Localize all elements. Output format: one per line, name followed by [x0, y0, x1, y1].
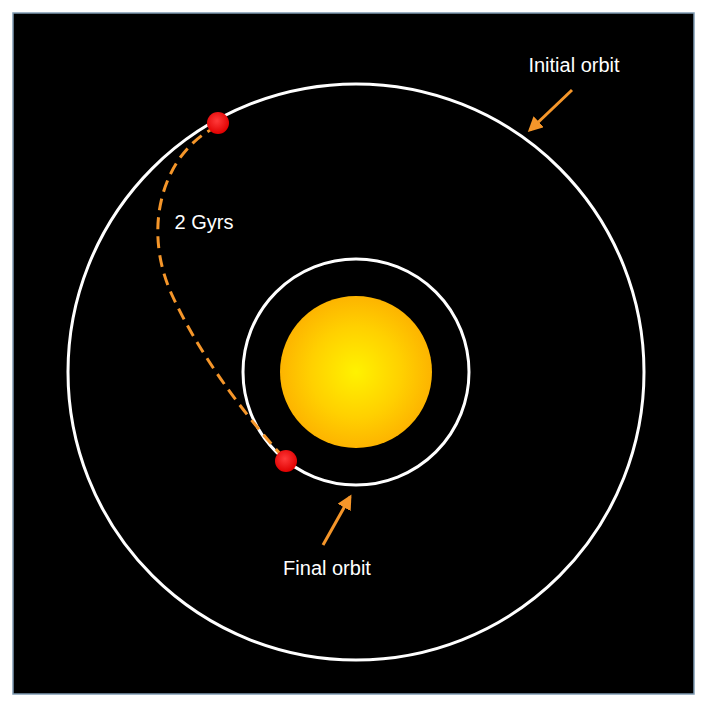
- planet-start: [207, 112, 229, 134]
- leader-arrow: [323, 497, 350, 545]
- space-background: [13, 13, 694, 694]
- orbit-label: 2 Gyrs: [175, 210, 234, 234]
- orbit-label: Final orbit: [283, 556, 371, 580]
- star: [280, 296, 432, 448]
- planet-end: [275, 450, 297, 472]
- leader-arrow: [530, 90, 572, 130]
- initial-orbit-circle: [68, 84, 644, 660]
- migration-path: [158, 126, 284, 458]
- orbit-label: Initial orbit: [528, 53, 619, 77]
